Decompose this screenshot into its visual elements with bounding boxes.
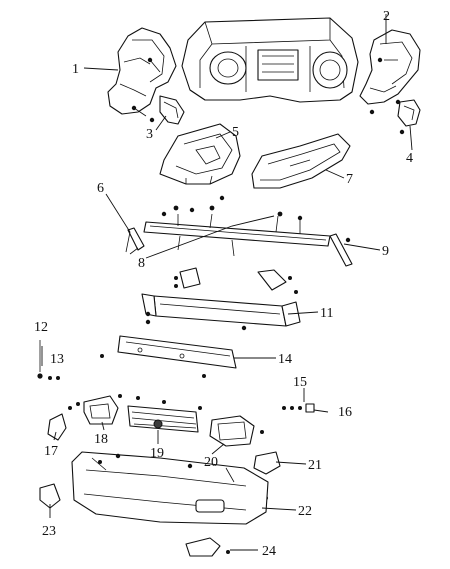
callout-15: 15 [293, 375, 307, 390]
callout-4: 4 [406, 151, 413, 166]
callout-23: 23 [42, 524, 56, 539]
splash-shield-left [159, 95, 185, 125]
stay-left [125, 227, 145, 255]
callout-9: 9 [382, 244, 389, 259]
fender-liner-left [107, 27, 177, 115]
stay-right [329, 233, 353, 267]
engine-undercover-left [159, 123, 241, 185]
upper-bar-fasteners [161, 205, 351, 243]
bumper-brackets [174, 267, 298, 294]
callout-1: 1 [72, 62, 79, 77]
side-bolts-left [37, 340, 60, 380]
fender-liner-right-fasteners [369, 57, 401, 115]
fog-lamp-right [209, 415, 264, 447]
callout-8: 8 [138, 256, 145, 271]
callout-labels: 1 2 3 4 5 6 7 8 9 11 12 13 14 15 16 17 1… [34, 9, 413, 559]
callout-21: 21 [308, 458, 322, 473]
fender-liner-left-fasteners [131, 57, 161, 123]
splash-shield-right [397, 99, 421, 135]
callout-2: 2 [383, 9, 390, 24]
engine-undercover-right [251, 133, 351, 189]
callout-3: 3 [146, 127, 153, 142]
bumper-cover [71, 451, 269, 525]
side-bolts-right [282, 403, 315, 413]
callout-24: 24 [262, 544, 276, 559]
front-grille [127, 396, 202, 433]
bumper-upper-bar [143, 213, 331, 257]
undercover-clip [219, 195, 225, 201]
lower-bracket-left [39, 483, 61, 509]
callout-12: 12 [34, 320, 48, 335]
side-bracket-left [47, 406, 72, 441]
fog-lamp-left [76, 394, 122, 425]
callout-17: 17 [44, 444, 58, 459]
callout-6: 6 [97, 181, 104, 196]
callout-13: 13 [50, 352, 64, 367]
callout-19: 19 [150, 446, 164, 461]
bumper-reinforcement-beam [141, 293, 301, 331]
callout-20: 20 [204, 455, 218, 470]
callout-14: 14 [278, 352, 292, 367]
callout-22: 22 [298, 504, 312, 519]
callout-18: 18 [94, 432, 108, 447]
lower-spoiler [185, 537, 230, 557]
callout-5: 5 [232, 125, 239, 140]
leader-lines [41, 14, 413, 551]
callout-7: 7 [346, 172, 353, 187]
callout-16: 16 [338, 405, 352, 420]
fender-liner-right [359, 29, 421, 105]
callout-11: 11 [320, 306, 333, 321]
energy-absorber [100, 335, 237, 378]
vehicle-front-body [181, 17, 359, 103]
